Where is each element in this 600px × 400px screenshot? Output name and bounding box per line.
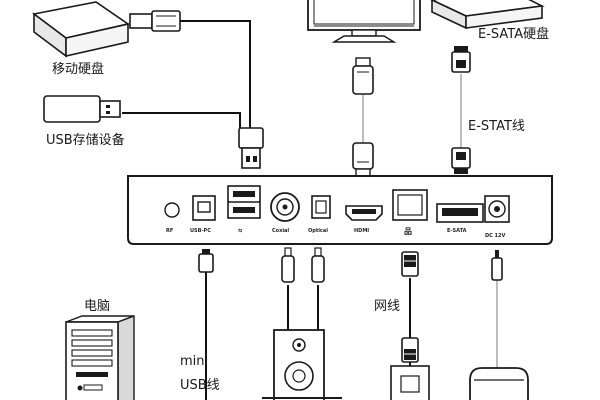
hdmi-plug-bottom-icon <box>352 142 374 178</box>
esata-hdd-icon <box>430 0 545 30</box>
coaxial-port-icon <box>270 192 300 222</box>
network-plug-bottom-icon <box>401 337 419 363</box>
optical-port-label: Optical <box>308 228 328 234</box>
rf-port-icon <box>164 202 180 218</box>
usb-host-port-icon <box>227 185 261 219</box>
lan-port-icon <box>392 189 428 221</box>
network-plug-top-icon <box>401 251 419 277</box>
usb-storage-icon <box>43 95 121 123</box>
usb-pc-port-icon <box>192 195 216 221</box>
network-cable-label: 网线 <box>374 299 401 314</box>
usb-storage-label: USB存储设备 <box>46 133 125 148</box>
usb-host-port-label: ⇆ <box>238 228 242 234</box>
mobile-hdd-usb-plug-icon <box>129 10 181 32</box>
esata-plug-bottom-icon <box>451 147 471 174</box>
esata-port-label: E-SATA <box>447 228 467 234</box>
mobile-hdd-icon <box>32 1 130 58</box>
speaker-icon <box>273 329 325 400</box>
power-adapter-icon <box>469 367 529 400</box>
coaxial-port-label: Coxial <box>272 228 289 234</box>
lan-port-label: 品 <box>404 227 412 236</box>
mini-usb-plug-icon <box>198 249 214 273</box>
usb-host-plug-icon <box>238 127 264 169</box>
dc-power-port-label: DC 12V <box>485 233 506 239</box>
hdmi-port-label: HDMI <box>354 228 369 234</box>
optical-plug-icon <box>311 247 325 283</box>
esata-plug-top-icon <box>451 46 471 73</box>
esata-hdd-label: E-SATA硬盘 <box>478 27 550 42</box>
hdmi-plug-top-icon <box>352 57 374 95</box>
esata-port-icon <box>436 203 484 223</box>
usb-pc-port-label: USB-PC <box>190 228 211 234</box>
monitor-icon <box>307 0 421 43</box>
rf-port-label: RF <box>166 228 173 234</box>
computer-label: 电脑 <box>84 299 111 314</box>
mini-usb-cable-label-line1: mini <box>180 354 209 369</box>
hdmi-port-icon <box>345 205 383 221</box>
mobile-hdd-label: 移动硬盘 <box>52 62 105 77</box>
mobile-hdd-cable <box>180 20 251 128</box>
mini-usb-cable-label-line2: USB线 <box>180 378 220 393</box>
dc-plug-icon <box>491 250 503 281</box>
optical-port-icon <box>311 195 331 219</box>
usb-storage-cable <box>122 112 241 128</box>
dc-power-port-icon <box>484 195 510 223</box>
coaxial-rca-plug-icon <box>281 247 295 283</box>
esata-cable-label: E-STAT线 <box>468 119 525 134</box>
network-wall-jack-icon <box>390 365 430 400</box>
computer-tower-icon <box>65 314 135 400</box>
